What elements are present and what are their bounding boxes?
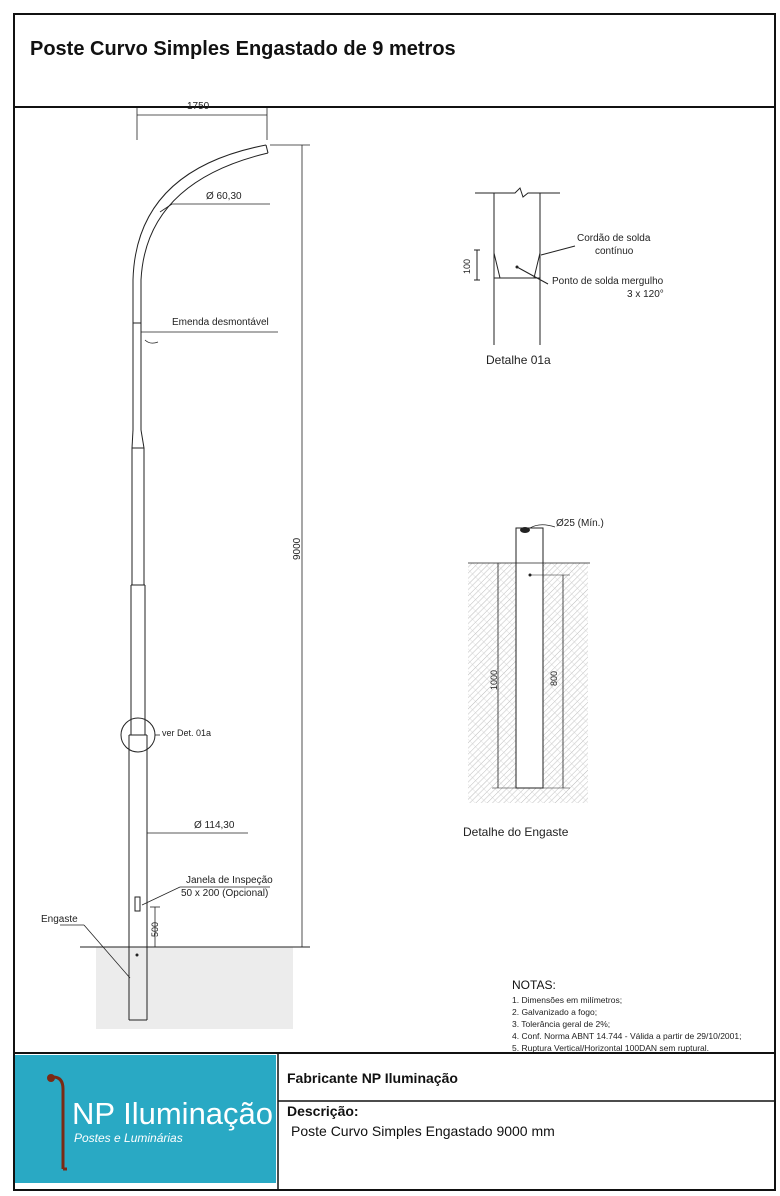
- embed-depth-label: 1000: [489, 669, 499, 690]
- plug-weld-label-2: 3 x 120°: [627, 289, 664, 300]
- joint-label: Emenda desmontável: [172, 317, 269, 328]
- weld-cord-label-2: contínuo: [595, 246, 634, 257]
- hole-diameter-label: Ø25 (Mín.): [556, 518, 604, 529]
- page-title: Poste Curvo Simples Engastado de 9 metro…: [30, 38, 456, 60]
- description-text: Poste Curvo Simples Engastado 9000 mm: [291, 1123, 555, 1139]
- detail-01a-height-label: 100: [462, 258, 472, 274]
- height-dimension: [270, 144, 310, 947]
- detail-ref-label: ver Det. 01a: [162, 728, 212, 738]
- reach-dimension: [136, 108, 268, 140]
- street-light-icon: [47, 1074, 67, 1171]
- logo-tagline: Postes e Luminárias: [74, 1131, 183, 1145]
- detail-01a-drawing: [474, 187, 576, 345]
- notes-list: 1. Dimensões em milímetros; 2. Galvaniza…: [512, 994, 741, 1054]
- embed-label: Engaste: [41, 914, 78, 925]
- footer-block: [13, 1052, 776, 1191]
- window-title-label: Janela de Inspeção: [186, 875, 273, 886]
- notes-title: NOTAS:: [512, 978, 556, 992]
- main-leaders: [60, 203, 278, 979]
- ground-area: [96, 947, 293, 1029]
- note-item: 3. Tolerância geral de 2%;: [512, 1019, 611, 1029]
- embed-detail-drawing: [468, 524, 590, 803]
- detail-01a-caption: Detalhe 01a: [486, 353, 551, 367]
- embed-point: [135, 953, 139, 957]
- drawing-sheet-border: [13, 13, 776, 1191]
- embed-inner-depth-label: 800: [549, 670, 559, 686]
- pole-shaft: [128, 144, 269, 1021]
- detail-01a-plug-weld-dot: [515, 265, 519, 269]
- description-label: Descrição:: [287, 1103, 359, 1119]
- embed-detail-caption: Detalhe do Engaste: [463, 825, 569, 839]
- base-diameter-label: Ø 114,30: [194, 820, 235, 831]
- height-dimension-label: 9000: [292, 537, 303, 560]
- inspection-window: [134, 896, 141, 912]
- note-item: 4. Conf. Norma ABNT 14.744 - Válida a pa…: [512, 1031, 742, 1041]
- logo-name: NP Iluminação: [72, 1096, 274, 1131]
- top-diameter-label: Ø 60,30: [206, 191, 242, 202]
- plug-weld-label-1: Ponto de solda mergulho: [552, 276, 664, 287]
- logo-block: [15, 1055, 276, 1183]
- title-bar: [13, 13, 776, 108]
- manufacturer-label: Fabricante NP Iluminação: [287, 1070, 458, 1086]
- window-size-label: 50 x 200 (Opcional): [181, 888, 269, 899]
- note-item: 1. Dimensões em milímetros;: [512, 995, 623, 1005]
- note-item: 2. Galvanizado a fogo;: [512, 1007, 598, 1017]
- reach-dimension-label: 1750: [187, 101, 210, 112]
- note-item: 5. Ruptura Vertical/Horizontal 100DAN se…: [512, 1043, 710, 1053]
- window-height-label: 500: [150, 921, 160, 937]
- weld-cord-label-1: Cordão de solda: [577, 233, 651, 244]
